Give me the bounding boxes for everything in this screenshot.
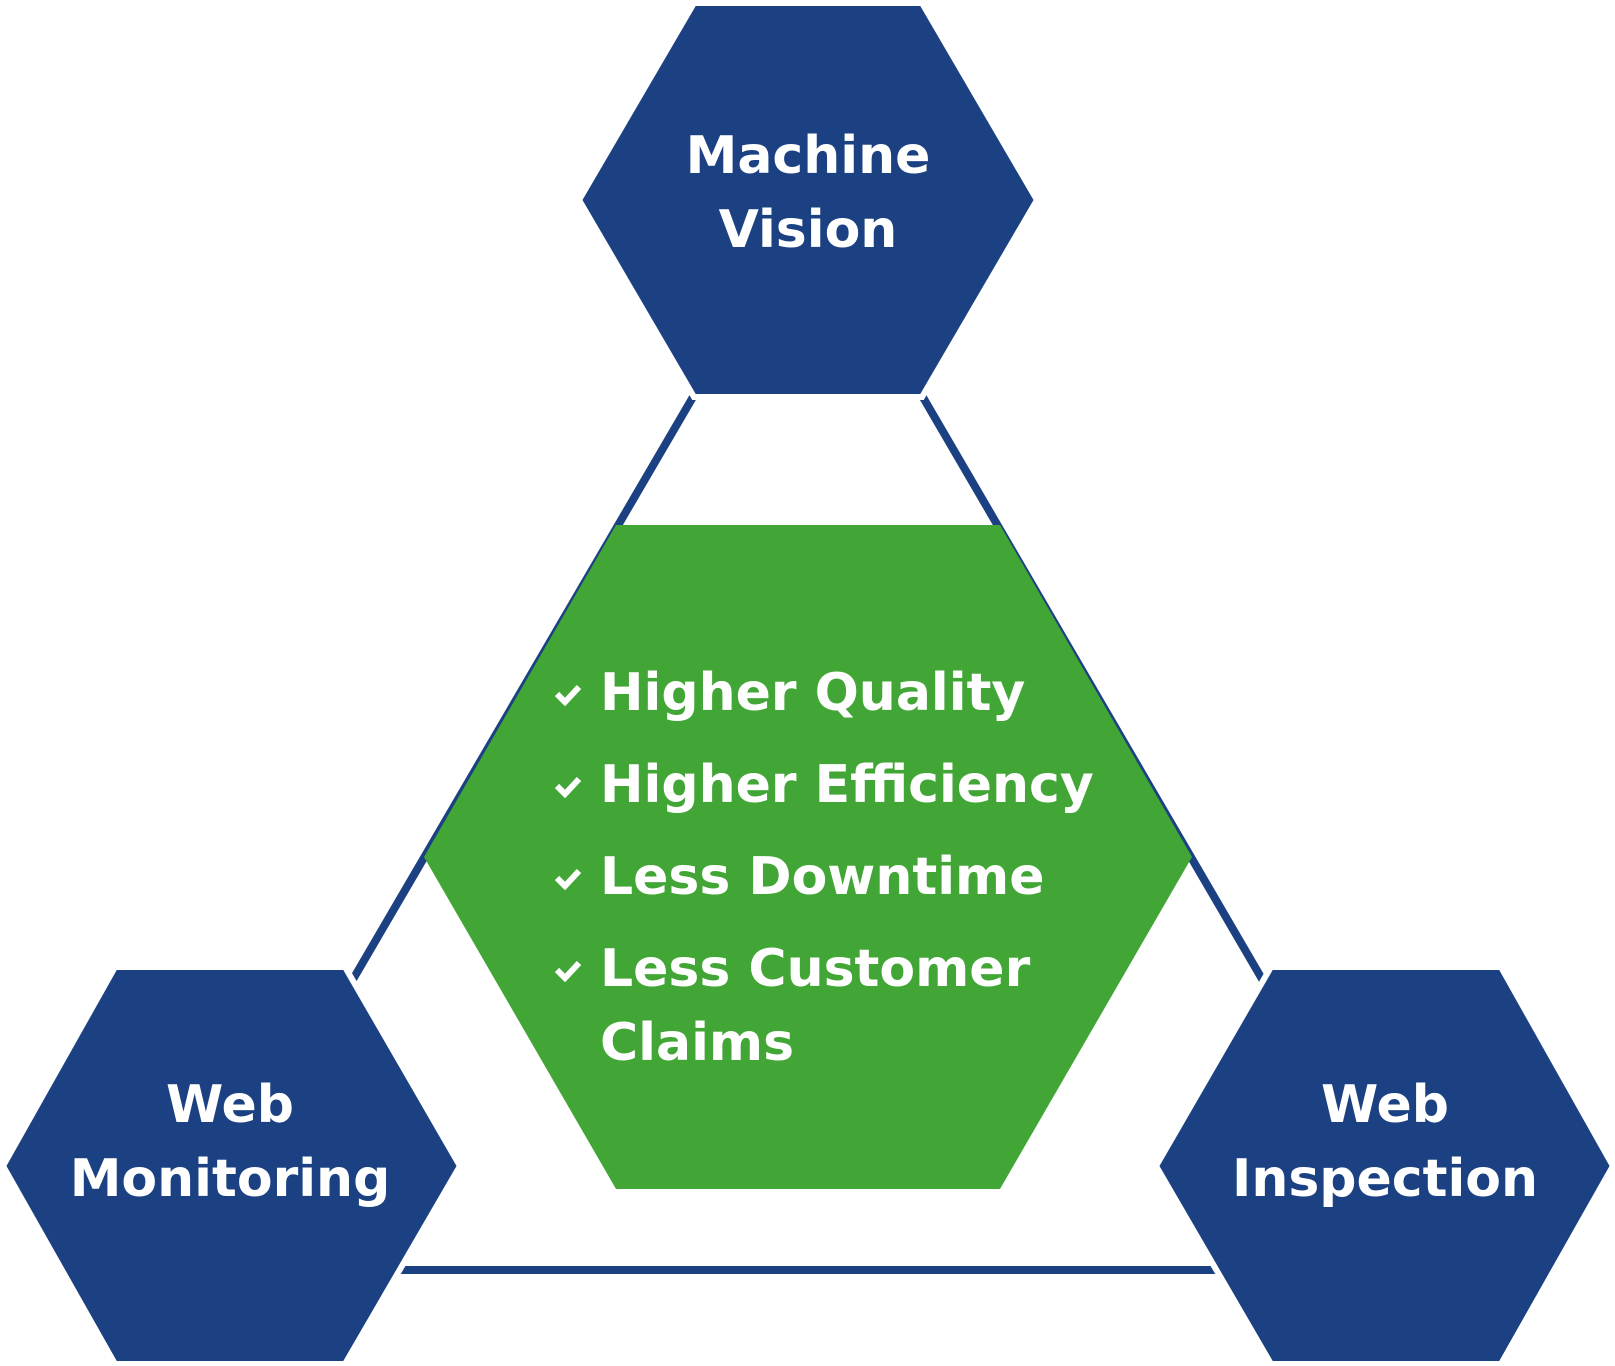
benefit-item: Less Downtime xyxy=(548,840,1108,914)
check-icon xyxy=(554,776,582,798)
hexagon-benefits xyxy=(424,525,1192,1189)
benefit-label: Less Customer Claims xyxy=(600,939,1031,1073)
node-label-line: Machine xyxy=(685,126,931,186)
benefits-list: Higher Quality Higher Efficiency Less Do… xyxy=(548,656,1108,1080)
node-label-line: Web xyxy=(1321,1075,1449,1135)
node-label-line: Web xyxy=(166,1075,294,1135)
check-icon xyxy=(554,868,582,890)
node-label-line: Monitoring xyxy=(69,1149,391,1209)
check-icon xyxy=(554,960,582,982)
node-label-line: Vision xyxy=(718,200,898,260)
node-label-web-inspection: Web Inspection xyxy=(1195,1068,1575,1216)
check-icon xyxy=(554,684,582,706)
benefit-item: Higher Quality xyxy=(548,656,1108,730)
benefit-item: Higher Efficiency xyxy=(548,748,1108,822)
hexagon-web-monitoring xyxy=(0,964,464,1366)
benefit-item: Less Customer Claims xyxy=(548,932,1108,1080)
benefit-label: Higher Quality xyxy=(600,663,1026,723)
node-label-line: Inspection xyxy=(1231,1149,1539,1209)
hexagon-machine-vision xyxy=(575,0,1041,400)
hexagon-web-inspection xyxy=(1152,964,1615,1366)
benefit-label: Higher Efficiency xyxy=(600,755,1094,815)
node-label-web-monitoring: Web Monitoring xyxy=(40,1068,420,1216)
node-label-machine-vision: Machine Vision xyxy=(618,119,998,267)
benefit-label: Less Downtime xyxy=(600,847,1045,907)
